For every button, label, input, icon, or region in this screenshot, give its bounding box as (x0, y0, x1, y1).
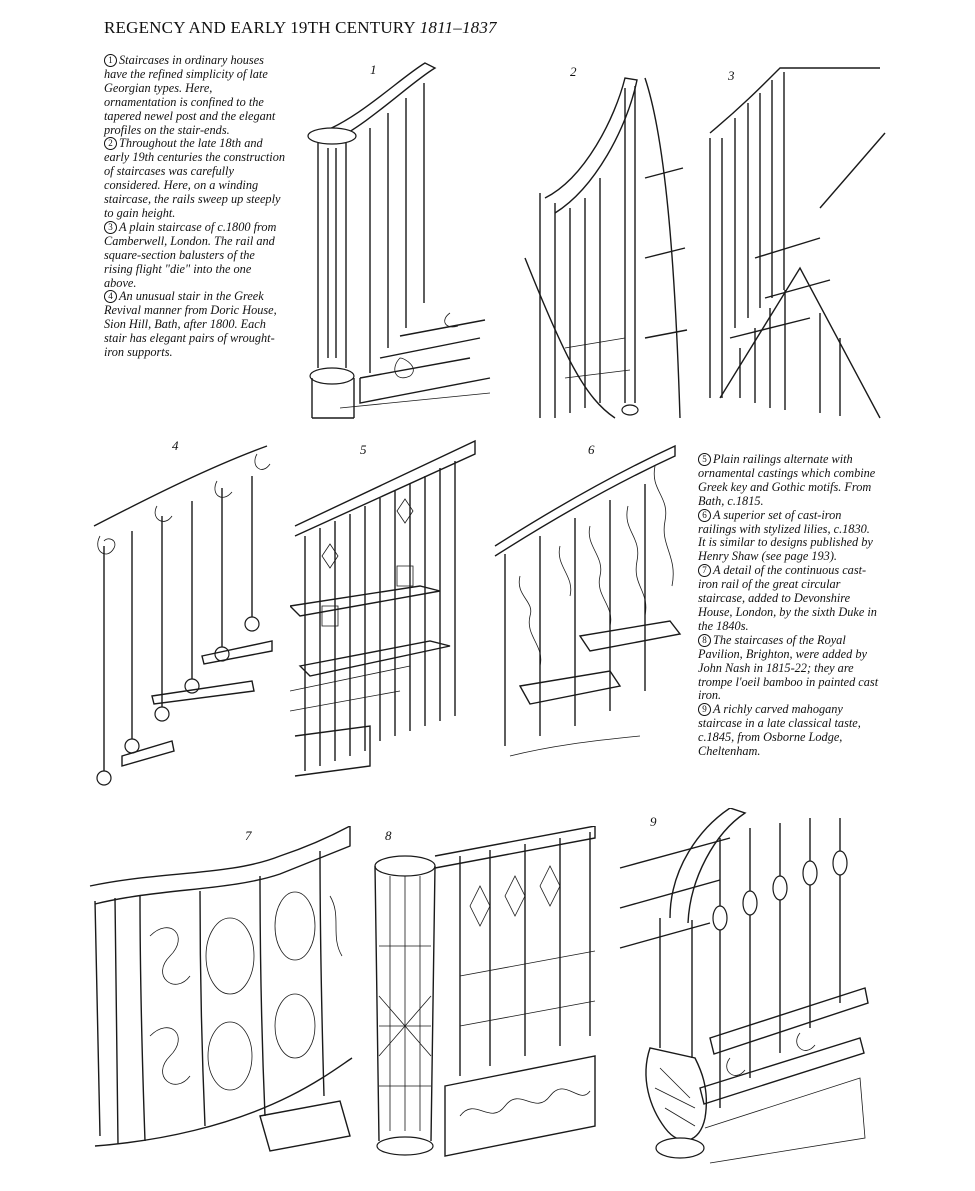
figure-1-staircase-drawing: 1 (300, 58, 495, 423)
caption-number: 4 (104, 290, 117, 304)
figure-8-number: 8 (385, 828, 392, 843)
caption-number: 8 (698, 633, 711, 647)
figure-9-number: 9 (650, 814, 657, 829)
figure-9-staircase-drawing: 9 (610, 808, 870, 1168)
figure-3-staircase-drawing: 3 (700, 58, 890, 423)
caption-number: 2 (104, 137, 117, 151)
title-years: 1811–1837 (419, 18, 497, 37)
figure-2-staircase-drawing: 2 (505, 58, 695, 423)
title-main: REGENCY AND EARLY 19TH CENTURY (104, 18, 416, 37)
figure-2-number: 2 (570, 64, 577, 79)
figure-4-staircase-drawing: 4 (92, 436, 274, 791)
figure-7-railing-drawing: 7 (80, 826, 355, 1166)
caption-number: 6 (698, 508, 711, 522)
page-title: REGENCY AND EARLY 19TH CENTURY 1811–1837 (104, 18, 497, 38)
figure-3-number: 3 (728, 68, 735, 83)
caption-number: 7 (698, 564, 711, 578)
figure-8-railing-drawing: 8 (365, 826, 600, 1166)
caption-number: 9 (698, 703, 711, 717)
caption-number: 1 (104, 54, 117, 67)
figure-6-railing-drawing: 6 (490, 436, 685, 781)
figure-4-number: 4 (172, 438, 179, 453)
figure-5-railing-drawing: 5 (290, 436, 480, 786)
caption-number: 5 (698, 453, 711, 466)
figure-7-number: 7 (245, 828, 252, 843)
figure-5-number: 5 (360, 442, 367, 457)
figure-6-number: 6 (588, 442, 595, 457)
caption-number: 3 (104, 220, 117, 234)
figure-1-number: 1 (370, 62, 377, 77)
